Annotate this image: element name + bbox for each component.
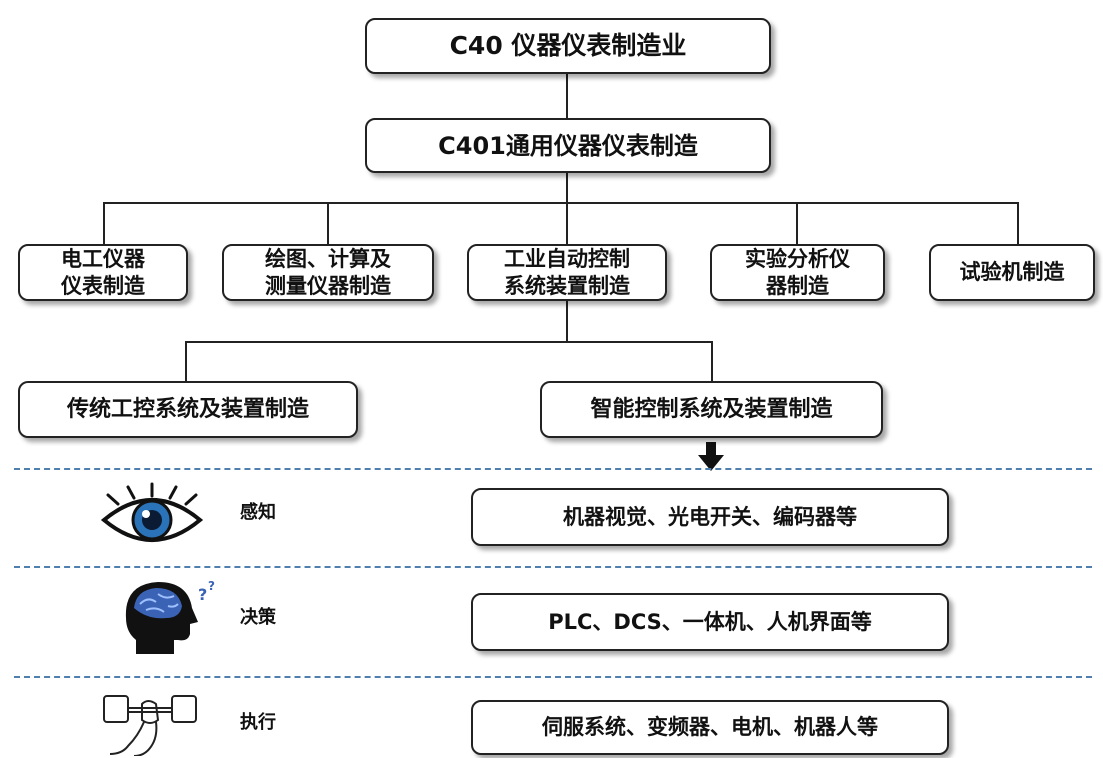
subcategory-label: 智能控制系统及装置制造 [590,396,833,422]
connector-category-2 [327,202,329,244]
down-arrow-icon [698,442,724,471]
connector-sub-horizontal [185,341,713,343]
separator-3 [14,676,1092,678]
category-electrical-box: 电工仪器 仪表制造 [18,244,188,301]
layer-content-decision-box: PLC、DCS、一体机、人机界面等 [471,593,949,651]
layer-content-label: 伺服系统、变频器、电机、机器人等 [542,715,878,740]
layer-content-label: PLC、DCS、一体机、人机界面等 [548,609,872,634]
connector-sub-2 [711,341,713,381]
category-line2: 系统装置制造 [504,273,630,298]
layer-content-perception-box: 机器视觉、光电开关、编码器等 [471,488,949,546]
category-drafting-box: 绘图、计算及 测量仪器制造 [222,244,434,301]
connector-level2-down [566,173,568,203]
category-line1: 实验分析仪 [745,247,850,272]
connector-category-3 [566,202,568,244]
connector-category-5 [1017,202,1019,244]
root-label: C40 仪器仪表制造业 [449,31,687,61]
category-line2: 仪表制造 [61,273,145,298]
subcategory-intelligent-box: 智能控制系统及装置制造 [540,381,883,438]
category-line2: 器制造 [766,273,829,298]
layer-label-execution: 执行 [240,712,276,733]
connector-sub-1 [185,341,187,381]
connector-categories-horizontal [103,202,1019,204]
category-industrial-control-box: 工业自动控制 系统装置制造 [467,244,667,301]
level2-box: C401通用仪器仪表制造 [365,118,771,173]
svg-text:?: ? [208,579,215,593]
category-line2: 测量仪器制造 [265,273,391,298]
robot-arm-icon [103,695,197,756]
category-label: 试验机制造 [959,260,1065,285]
category-lab-analysis-box: 实验分析仪 器制造 [710,244,885,301]
root-box: C40 仪器仪表制造业 [365,18,771,74]
separator-1 [14,468,1092,470]
layer-content-execution-box: 伺服系统、变频器、电机、机器人等 [471,700,949,755]
eye-icon [100,482,204,542]
subcategory-traditional-box: 传统工控系统及装置制造 [18,381,358,438]
category-line1: 绘图、计算及 [265,247,391,272]
level2-label: C401通用仪器仪表制造 [438,131,698,160]
layer-label-perception: 感知 [240,502,276,523]
brain-head-icon: ? ? [125,579,215,654]
category-line1: 电工仪器 [61,247,145,272]
layer-content-label: 机器视觉、光电开关、编码器等 [563,504,857,529]
connector-root-to-level2 [566,74,568,118]
connector-category-4 [796,202,798,244]
connector-industrial-down [566,301,568,343]
svg-text:?: ? [198,585,207,604]
category-testing-machine-box: 试验机制造 [929,244,1095,301]
separator-2 [14,566,1092,568]
connector-category-1 [103,202,105,244]
subcategory-label: 传统工控系统及装置制造 [66,396,309,422]
layer-label-decision: 决策 [240,607,276,628]
category-line1: 工业自动控制 [504,247,630,272]
